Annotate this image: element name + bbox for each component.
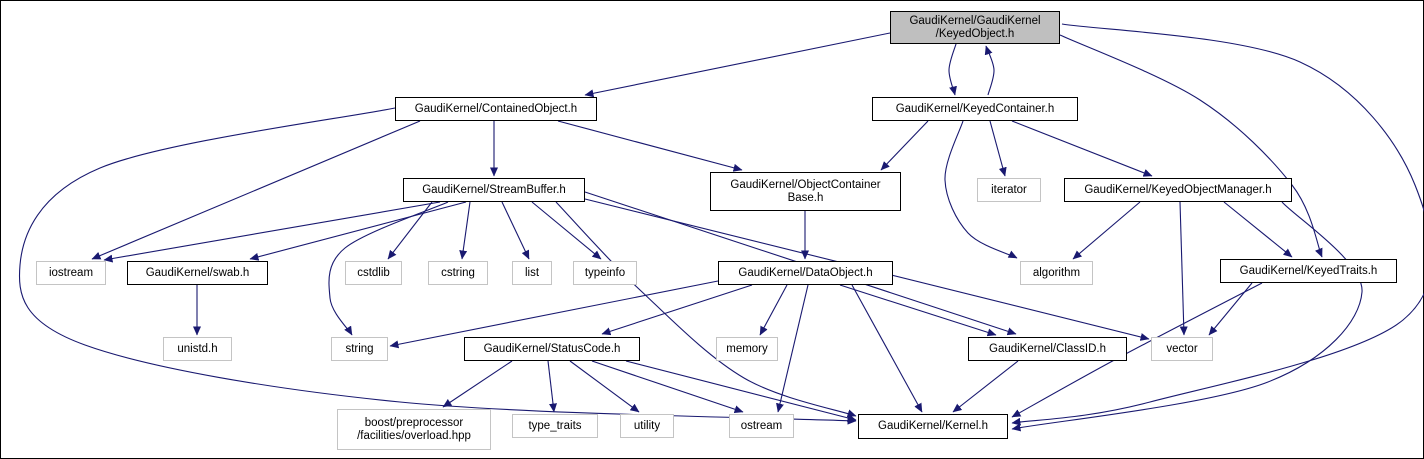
node-boost: boost/preprocessor/facilities/overload.h…	[337, 409, 491, 450]
edge-dataobject-to-kernel	[851, 284, 923, 413]
edge-keyedcontainer-to-objectcontainerbase	[880, 120, 929, 171]
edge-classid-to-kernel	[952, 360, 1019, 413]
node-algorithm: algorithm	[1020, 261, 1093, 285]
node-classid[interactable]: GaudiKernel/ClassID.h	[968, 337, 1127, 361]
node-keyedobject[interactable]: GaudiKernel/GaudiKernel/KeyedObject.h	[890, 11, 1060, 44]
edge-keyedcontainer-to-keyedobject	[984, 45, 995, 96]
edge-dataobject-to-ostream	[776, 284, 809, 413]
edge-streambuffer-to-typeinfo	[531, 201, 602, 260]
node-label: GaudiKernel/swab.h	[145, 266, 250, 279]
node-list: list	[512, 261, 552, 285]
edge-containedobject-to-kernel	[18, 107, 857, 425]
node-typeinfo: typeinfo	[573, 261, 637, 285]
edge-keyedcontainer-to-keyedobjectmanager	[1011, 120, 1153, 177]
node-string: string	[331, 337, 388, 361]
edge-streambuffer-to-cstring	[459, 201, 471, 260]
node-utility: utility	[620, 414, 674, 438]
node-ostream: ostream	[729, 414, 794, 438]
edge-dataobject-to-memory	[759, 284, 788, 336]
node-label: GaudiKernel/ClassID.h	[989, 342, 1106, 355]
node-memory: memory	[716, 337, 778, 361]
node-cstdlib: cstdlib	[345, 261, 402, 285]
edge-statuscode-to-typetraits	[547, 360, 557, 413]
edge-keyedobject-to-containedobject	[584, 32, 891, 98]
edge-keyedcontainer-to-iterator	[989, 120, 1007, 177]
edge-dataobject-to-string	[389, 280, 719, 349]
node-label: GaudiKernel/KeyedTraits.h	[1239, 264, 1378, 277]
node-label: cstdlib	[357, 266, 390, 279]
edge-streambuffer-to-kernel	[555, 201, 857, 418]
node-label: GaudiKernel/StreamBuffer.h	[422, 183, 566, 196]
node-keyedtraits[interactable]: GaudiKernel/KeyedTraits.h	[1220, 259, 1397, 283]
node-iterator: iterator	[977, 178, 1041, 202]
edge-statuscode-to-ostream	[591, 360, 744, 414]
node-keyedobjectmanager[interactable]: GaudiKernel/KeyedObjectManager.h	[1064, 178, 1292, 202]
edge-streambuffer-to-string	[328, 201, 449, 336]
node-statuscode[interactable]: GaudiKernel/StatusCode.h	[464, 337, 640, 361]
node-label: algorithm	[1032, 266, 1081, 279]
node-vector: vector	[1151, 337, 1213, 361]
node-kernel[interactable]: GaudiKernel/Kernel.h	[858, 414, 1008, 439]
node-label: GaudiKernel/Kernel.h	[878, 420, 988, 432]
edge-streambuffer-to-list	[501, 201, 530, 260]
node-typetraits: type_traits	[512, 414, 598, 438]
node-label: memory	[726, 342, 768, 355]
edge-dataobject-to-statuscode	[601, 284, 753, 336]
node-label: cstring	[441, 266, 475, 279]
node-unistd: unistd.h	[163, 337, 232, 361]
node-label: utility	[633, 419, 661, 432]
edge-dataobject-to-classid	[839, 284, 997, 337]
node-label: unistd.h	[177, 342, 218, 355]
node-label: /KeyedObject.h	[935, 27, 1015, 40]
node-label: GaudiKernel/GaudiKernel	[909, 14, 1041, 27]
node-label: ostream	[740, 419, 783, 432]
node-containedobject[interactable]: GaudiKernel/ContainedObject.h	[395, 97, 597, 121]
edge-keyedobjectmanager-to-keyedtraits	[1223, 201, 1293, 258]
node-label: iterator	[991, 183, 1027, 196]
node-label: GaudiKernel/ContainedObject.h	[414, 102, 578, 115]
edge-statuscode-to-utility	[569, 360, 640, 413]
node-label: GaudiKernel/StatusCode.h	[483, 342, 621, 355]
edge-keyedcontainer-to-algorithm	[944, 120, 1018, 259]
node-label: GaudiKernel/ObjectContainer	[730, 178, 881, 191]
node-iostream: iostream	[36, 261, 106, 285]
edge-keyedobject-to-keyedtraits	[1059, 34, 1323, 258]
node-label: list	[524, 266, 540, 279]
edge-containedobject-to-objectcontainerbase	[557, 120, 743, 172]
edge-keyedobjectmanager-to-vector	[1179, 201, 1188, 336]
node-label: /facilities/overload.hpp	[357, 429, 471, 442]
node-label: type_traits	[528, 419, 582, 432]
edge-statuscode-to-boost	[442, 360, 513, 408]
node-label: GaudiKernel/KeyedObjectManager.h	[1084, 183, 1272, 196]
node-label: GaudiKernel/DataObject.h	[738, 266, 873, 279]
node-label: boost/preprocessor	[364, 416, 464, 429]
node-label: GaudiKernel/KeyedContainer.h	[895, 102, 1055, 115]
edge-keyedobjectmanager-to-kernel	[1011, 201, 1363, 432]
node-streambuffer[interactable]: GaudiKernel/StreamBuffer.h	[403, 178, 585, 202]
node-dataobject[interactable]: GaudiKernel/DataObject.h	[718, 261, 893, 285]
node-swab[interactable]: GaudiKernel/swab.h	[127, 261, 268, 285]
edge-keyedobject-to-kernel	[1011, 23, 1424, 426]
edge-keyedobjectmanager-to-algorithm	[1072, 201, 1141, 260]
edge-streambuffer-to-iostream	[103, 201, 441, 263]
edge-streambuffer-to-cstdlib	[387, 201, 433, 260]
edge-statuscode-to-kernel	[625, 360, 857, 422]
node-cstring: cstring	[428, 261, 488, 285]
edge-streambuffer-to-swab	[249, 201, 467, 261]
edge-keyedtraits-to-vector	[1208, 282, 1253, 336]
node-label: string	[345, 342, 374, 355]
node-label: vector	[1166, 342, 1198, 355]
node-label: Base.h	[787, 191, 824, 204]
edge-keyedobject-to-keyedcontainer	[948, 43, 957, 96]
edge-containedobject-to-iostream	[91, 120, 421, 260]
node-keyedcontainer[interactable]: GaudiKernel/KeyedContainer.h	[872, 97, 1078, 121]
node-label: iostream	[48, 266, 94, 279]
node-label: typeinfo	[584, 266, 626, 279]
